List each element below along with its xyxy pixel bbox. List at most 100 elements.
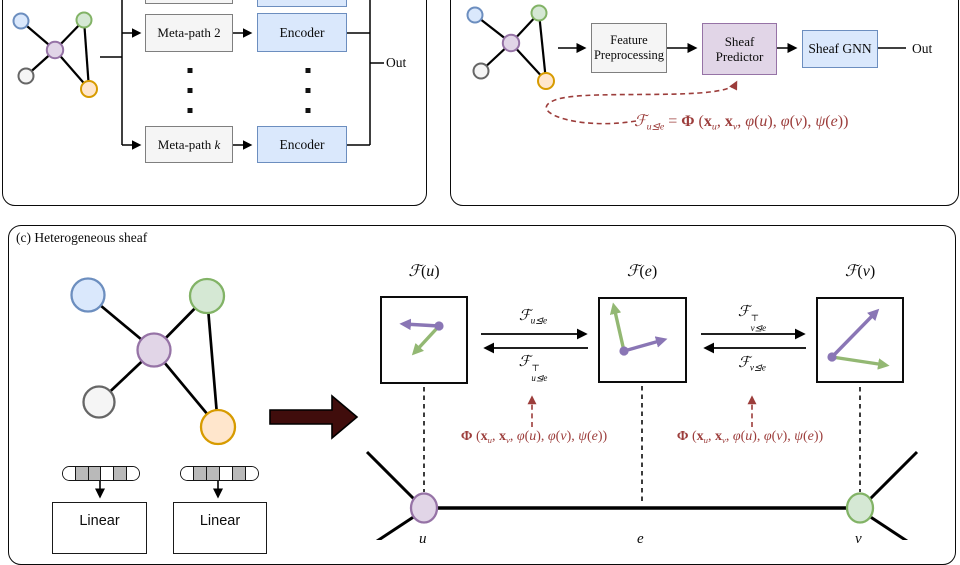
pill-segment xyxy=(194,467,207,480)
math-token: ), xyxy=(536,429,548,444)
box-sheaf-gnn: Sheaf GNN xyxy=(802,30,878,68)
math-token: v xyxy=(862,263,870,280)
math-token: Φ xyxy=(460,429,473,444)
meta-path-k-label: Meta-path k xyxy=(158,137,220,152)
math-token: , xyxy=(707,429,715,444)
pill-segment xyxy=(75,467,89,480)
math-token: ( xyxy=(586,429,592,444)
math-token: , xyxy=(716,113,725,130)
pill-segment xyxy=(63,467,76,480)
big-right-arrow xyxy=(269,394,359,440)
feature-preprocessing-line2: Preprocessing xyxy=(593,48,665,62)
encoder-k-label: Encoder xyxy=(279,136,325,152)
math-token: ψ xyxy=(794,429,803,444)
math-token: ℱ xyxy=(518,354,531,370)
stalk-label-e: ℱ(e) xyxy=(597,261,687,281)
math-token: x xyxy=(480,429,488,444)
map-label-ue: ℱu⊴e xyxy=(488,306,578,326)
panel-a-border xyxy=(2,0,427,206)
math-token: e xyxy=(830,113,838,130)
box-feature-preprocessing: Feature Preprocessing xyxy=(591,23,667,73)
math-token: ( xyxy=(555,429,561,444)
math-token: ( xyxy=(740,429,746,444)
math-token: ( xyxy=(789,113,795,130)
graph-node-gray-b xyxy=(472,62,490,80)
math-token: )) xyxy=(597,429,608,444)
math-token: v xyxy=(505,435,510,446)
math-token: ℱ xyxy=(844,263,858,280)
math-token: u⊴e xyxy=(646,121,665,133)
panel-c-graph xyxy=(70,277,237,446)
math-token: ℱ xyxy=(737,304,750,320)
pill-segment xyxy=(101,467,115,480)
stalk-v-vectors xyxy=(827,308,890,370)
stalk-label-u: ℱ(u) xyxy=(379,261,469,281)
linear-box-right: Linear xyxy=(173,502,267,554)
stalk-box-v xyxy=(816,297,904,383)
linear-right-label: Linear xyxy=(199,513,241,529)
math-token: φ xyxy=(745,113,755,130)
math-token: ( xyxy=(472,429,481,444)
math-token: ( xyxy=(857,263,863,280)
math-token: ), xyxy=(767,113,781,130)
math-token: )) xyxy=(837,113,849,130)
math-token: ℱ xyxy=(518,308,531,324)
graph-node-purple-c xyxy=(136,332,172,368)
math-token: ( xyxy=(754,113,760,130)
math-token: e xyxy=(807,429,814,444)
box-meta-path-2: Meta-path 2 xyxy=(145,14,233,52)
edge-label-u: u xyxy=(419,531,427,547)
math-token: x xyxy=(724,113,733,130)
stalk-u-vectors xyxy=(399,318,444,356)
math-token: v xyxy=(732,121,738,133)
math-token: e xyxy=(644,263,652,280)
math-token: v xyxy=(721,435,726,446)
math-token: x xyxy=(703,113,712,130)
math-token: k xyxy=(214,136,221,152)
box-encoder-1-partial xyxy=(257,0,347,7)
math-token: v xyxy=(776,429,783,444)
feature-vector-left xyxy=(62,466,140,481)
math-token: φ xyxy=(516,429,525,444)
sheaf-predictor-line2: Predictor xyxy=(715,49,764,64)
math-token: )) xyxy=(813,429,824,444)
graph-node-blue-c xyxy=(70,277,106,313)
out-label-a: Out xyxy=(386,55,407,70)
math-supsub: ⊤u⊴e xyxy=(531,362,548,384)
math-token: ) xyxy=(434,263,440,280)
math-token: ℱ xyxy=(634,113,647,130)
math-token: e xyxy=(591,429,598,444)
meta-path-2-label: Meta-path 2 xyxy=(157,25,221,41)
linear-box-left: Linear xyxy=(52,502,147,554)
linear-left-label: Linear xyxy=(79,513,120,529)
stalk-box-u xyxy=(380,296,468,384)
box-encoder-2: Encoder xyxy=(257,13,347,52)
pill-segment xyxy=(181,467,194,480)
map-label-ue-transpose: ℱ⊤u⊴e xyxy=(488,352,578,383)
graph-node-gray-c xyxy=(82,385,116,419)
math-token: ( xyxy=(688,429,697,444)
math-token: ( xyxy=(694,113,704,130)
feature-preprocessing-line1: Feature xyxy=(610,33,648,48)
box-sheaf-predictor: Sheaf Predictor xyxy=(702,23,777,75)
math-token: φ xyxy=(547,429,556,444)
edge-node-v xyxy=(845,492,875,524)
math-token: u xyxy=(759,113,768,130)
math-token: x xyxy=(714,429,722,444)
edge-label-v: v xyxy=(855,531,862,547)
math-token: ℱ xyxy=(626,263,640,280)
math-token: u⊴e xyxy=(530,316,548,327)
box-encoder-k: Encoder xyxy=(257,126,347,163)
encoder-2-label: Encoder xyxy=(279,24,325,40)
graph-node-purple-b xyxy=(501,33,521,53)
stalk-label-v: ℱ(v) xyxy=(815,261,905,281)
math-token: ( xyxy=(420,263,427,280)
pill-segment xyxy=(246,467,258,480)
math-token: Meta-path xyxy=(157,136,215,152)
pill-segment xyxy=(127,467,139,480)
math-supsub: ⊤v⊴e xyxy=(750,312,767,334)
math-token: ), xyxy=(802,113,816,130)
math-token: u xyxy=(745,429,753,444)
math-token: φ xyxy=(732,429,741,444)
panel-a-connectors xyxy=(100,0,384,150)
